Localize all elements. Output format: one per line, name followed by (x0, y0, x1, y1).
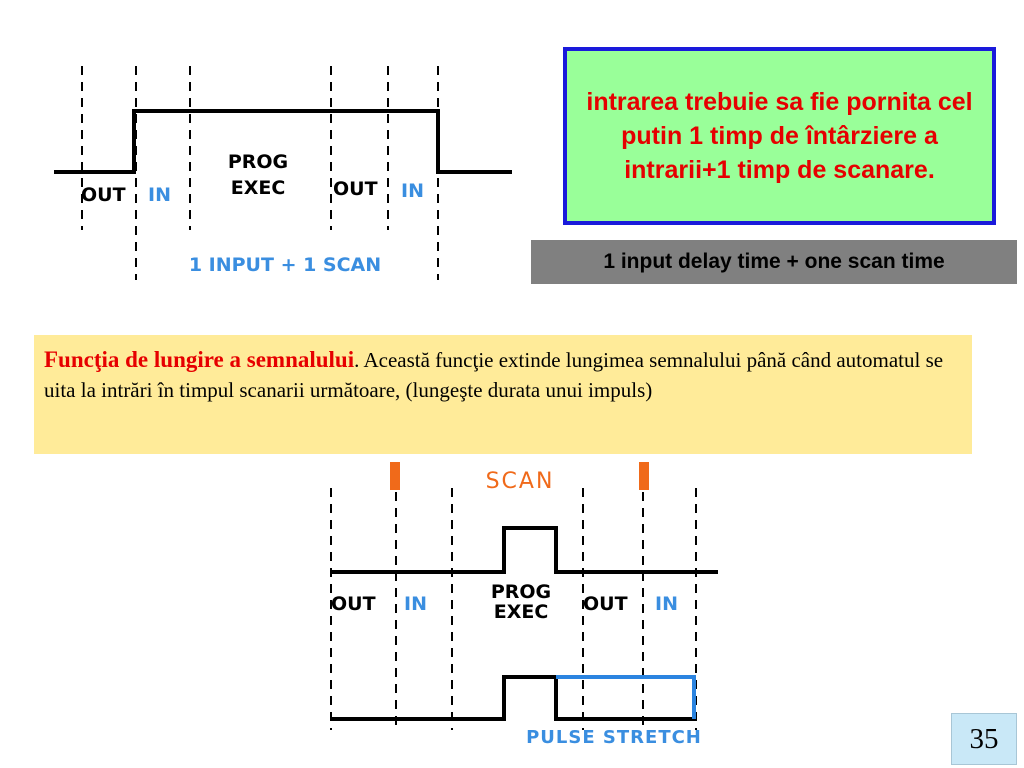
callout-text: 1 input delay time + one scan time (603, 250, 945, 273)
dashed-guides (81, 66, 439, 280)
in-label: IN (148, 184, 171, 206)
dashed-guides (330, 488, 697, 730)
out-label: OUT (333, 178, 378, 200)
out-label: OUT (583, 593, 628, 615)
timing-diagram-pulse-stretch: SCAN OUT IN PROG EXEC OUT IN PULSE STRET… (330, 462, 718, 748)
scan-label: SCAN (486, 469, 555, 494)
in-label: IN (401, 180, 424, 202)
diagram-caption: 1 INPUT + 1 SCAN (189, 254, 381, 276)
stretched-pulse-waveform (556, 675, 696, 719)
out-label: OUT (81, 184, 126, 206)
callout-box-english: 1 input delay time + one scan time (531, 240, 1017, 284)
scan-marker (639, 462, 649, 490)
in-label: IN (655, 593, 678, 615)
input-pulse-waveform (331, 675, 696, 721)
description-box: Funcţia de lungire a semnalului. Această… (34, 335, 972, 454)
out-label: OUT (331, 593, 376, 615)
prog-exec-label: PROG (491, 581, 551, 603)
in-label: IN (404, 593, 427, 615)
description-heading: Funcţia de lungire a semnalului (44, 347, 355, 372)
callout-text: intrarea trebuie sa fie pornita cel puti… (586, 88, 973, 184)
scan-cycle-waveform (331, 526, 718, 574)
timing-diagram-input-scan: OUT IN PROG EXEC OUT IN 1 INPUT + 1 SCAN (54, 66, 512, 280)
prog-exec-label: EXEC (494, 601, 549, 623)
prog-exec-label: EXEC (231, 177, 286, 199)
description-body: . Această funcţie extinde lungimea semna… (44, 348, 944, 402)
scan-marker (390, 462, 400, 490)
diagram-caption: PULSE STRETCH (526, 727, 702, 748)
page-number: 35 (951, 713, 1017, 765)
callout-box-romanian: intrarea trebuie sa fie pornita cel puti… (563, 47, 996, 225)
prog-exec-label: PROG (228, 151, 288, 173)
input-signal-waveform (54, 109, 512, 174)
